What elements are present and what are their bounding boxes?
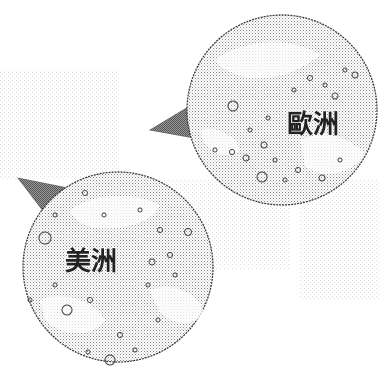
globe-america-continents — [40, 195, 205, 334]
globe-america-dots — [27, 190, 192, 366]
globe-europe-dots — [212, 67, 359, 183]
globe-america: 美洲 — [17, 171, 214, 366]
globe-europe-label: 歐洲 — [287, 109, 339, 139]
globe-europe: 歐洲 — [148, 14, 378, 206]
globe-europe-continents — [200, 42, 365, 174]
globe-america-label: 美洲 — [65, 246, 117, 276]
